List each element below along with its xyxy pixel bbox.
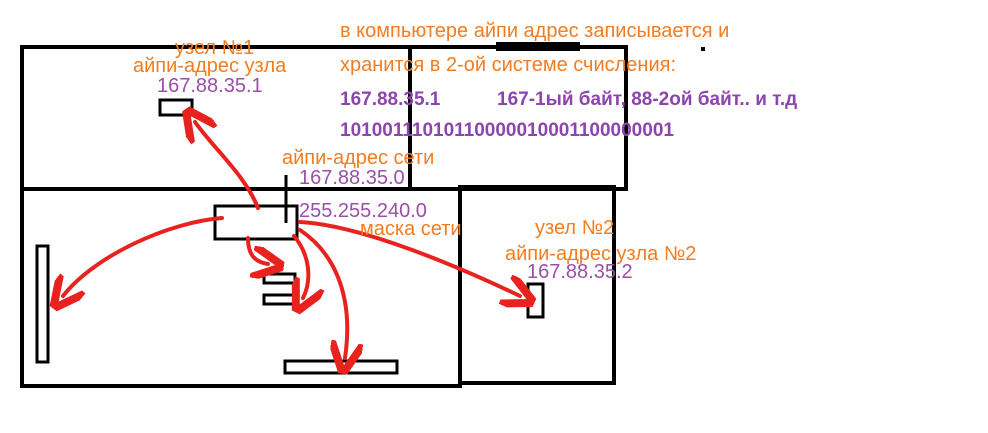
arrow-to-device-a bbox=[246, 236, 268, 264]
node1-device bbox=[158, 98, 194, 117]
small-device-a bbox=[262, 272, 297, 285]
small-device-b bbox=[262, 293, 297, 306]
network-ip: 167.88.35.0 bbox=[299, 167, 405, 189]
arrow-to-node2 bbox=[298, 220, 520, 296]
wall-panel-left bbox=[35, 244, 50, 364]
node2-device bbox=[526, 282, 545, 319]
network-mask-label: маска сети bbox=[360, 218, 462, 240]
arrow-to-floor-panel bbox=[298, 228, 347, 358]
room-bottom-right bbox=[458, 185, 616, 385]
arrow-to-device-b bbox=[294, 234, 308, 298]
arrow-to-left-panel bbox=[63, 216, 224, 296]
note-line-1: в компьютере айпи адрес записывается и bbox=[340, 20, 730, 42]
marker-dot bbox=[701, 47, 705, 51]
node1-title: узел №1 bbox=[175, 37, 255, 59]
node2-title: узел №2 bbox=[535, 217, 615, 239]
marker-bar bbox=[496, 42, 580, 51]
note-line-2: хранится в 2-ой системе счисления: bbox=[340, 54, 677, 76]
network-mask: 255.255.240.0 bbox=[299, 200, 427, 222]
node2-ip: 167.88.35.2 bbox=[527, 261, 633, 283]
node1-ip: 167.88.35.1 bbox=[157, 75, 263, 97]
network-label: айпи-адрес сети bbox=[282, 147, 435, 169]
floor-panel bbox=[283, 359, 399, 375]
node1-label: айпи-адрес узла bbox=[133, 55, 287, 77]
arrow-to-node1 bbox=[195, 122, 260, 210]
note-ip: 167.88.35.1 bbox=[340, 89, 441, 110]
node2-label: айпи-адрес узла №2 bbox=[505, 243, 697, 265]
note-bytes: 167-1ый байт, 88-2ой байт.. и т.д bbox=[497, 89, 798, 110]
note-binary: 10100111010110000010001100000001 bbox=[340, 120, 674, 141]
